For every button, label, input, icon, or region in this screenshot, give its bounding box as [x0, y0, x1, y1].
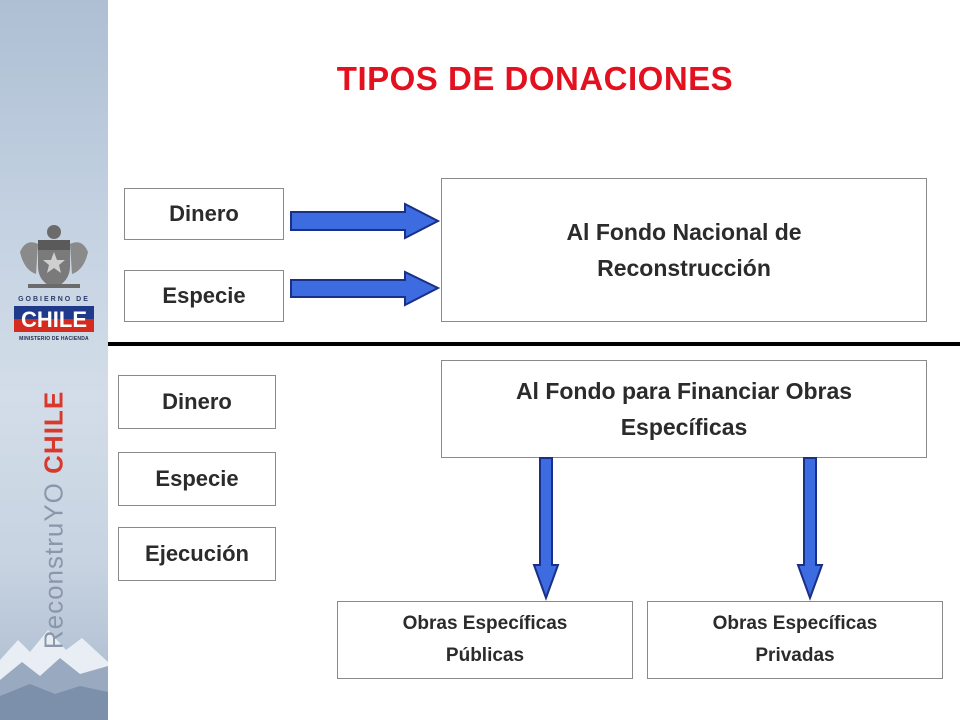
sidebar-branding: GOBIERNO DE CHILE MINISTERIO DE HACIENDA…: [0, 0, 108, 720]
bottom-source-dinero: Dinero: [118, 375, 276, 429]
arrow-to-obras-publicas: [532, 457, 560, 601]
chile-logo: CHILE: [14, 306, 94, 332]
bottom-source-especie: Especie: [118, 452, 276, 506]
fondo-nacional-box: Al Fondo Nacional de Reconstrucción: [441, 178, 927, 322]
gobierno-label: GOBIERNO DE: [18, 296, 90, 303]
page-title: TIPOS DE DONACIONES: [336, 60, 734, 97]
arrow-to-obras-privadas: [796, 457, 824, 601]
obras-privadas-box: Obras Específicas Privadas: [647, 601, 943, 679]
fondo-obras-box: Al Fondo para Financiar Obras Específica…: [441, 360, 927, 458]
obras-publicas-box: Obras Específicas Públicas: [337, 601, 633, 679]
top-source-dinero: Dinero: [124, 188, 284, 240]
coat-of-arms-icon: [20, 225, 88, 288]
section-divider: [108, 342, 960, 346]
arrow-dinero-to-fondo-nacional: [290, 202, 441, 240]
chile-logo-text: CHILE: [21, 307, 87, 332]
mountain-image: [0, 630, 108, 720]
arrow-especie-to-fondo-nacional: [290, 270, 441, 307]
top-source-especie: Especie: [124, 270, 284, 322]
bottom-source-ejecucion: Ejecución: [118, 527, 276, 581]
ministerio-label: MINISTERIO DE HACIENDA: [19, 336, 89, 342]
